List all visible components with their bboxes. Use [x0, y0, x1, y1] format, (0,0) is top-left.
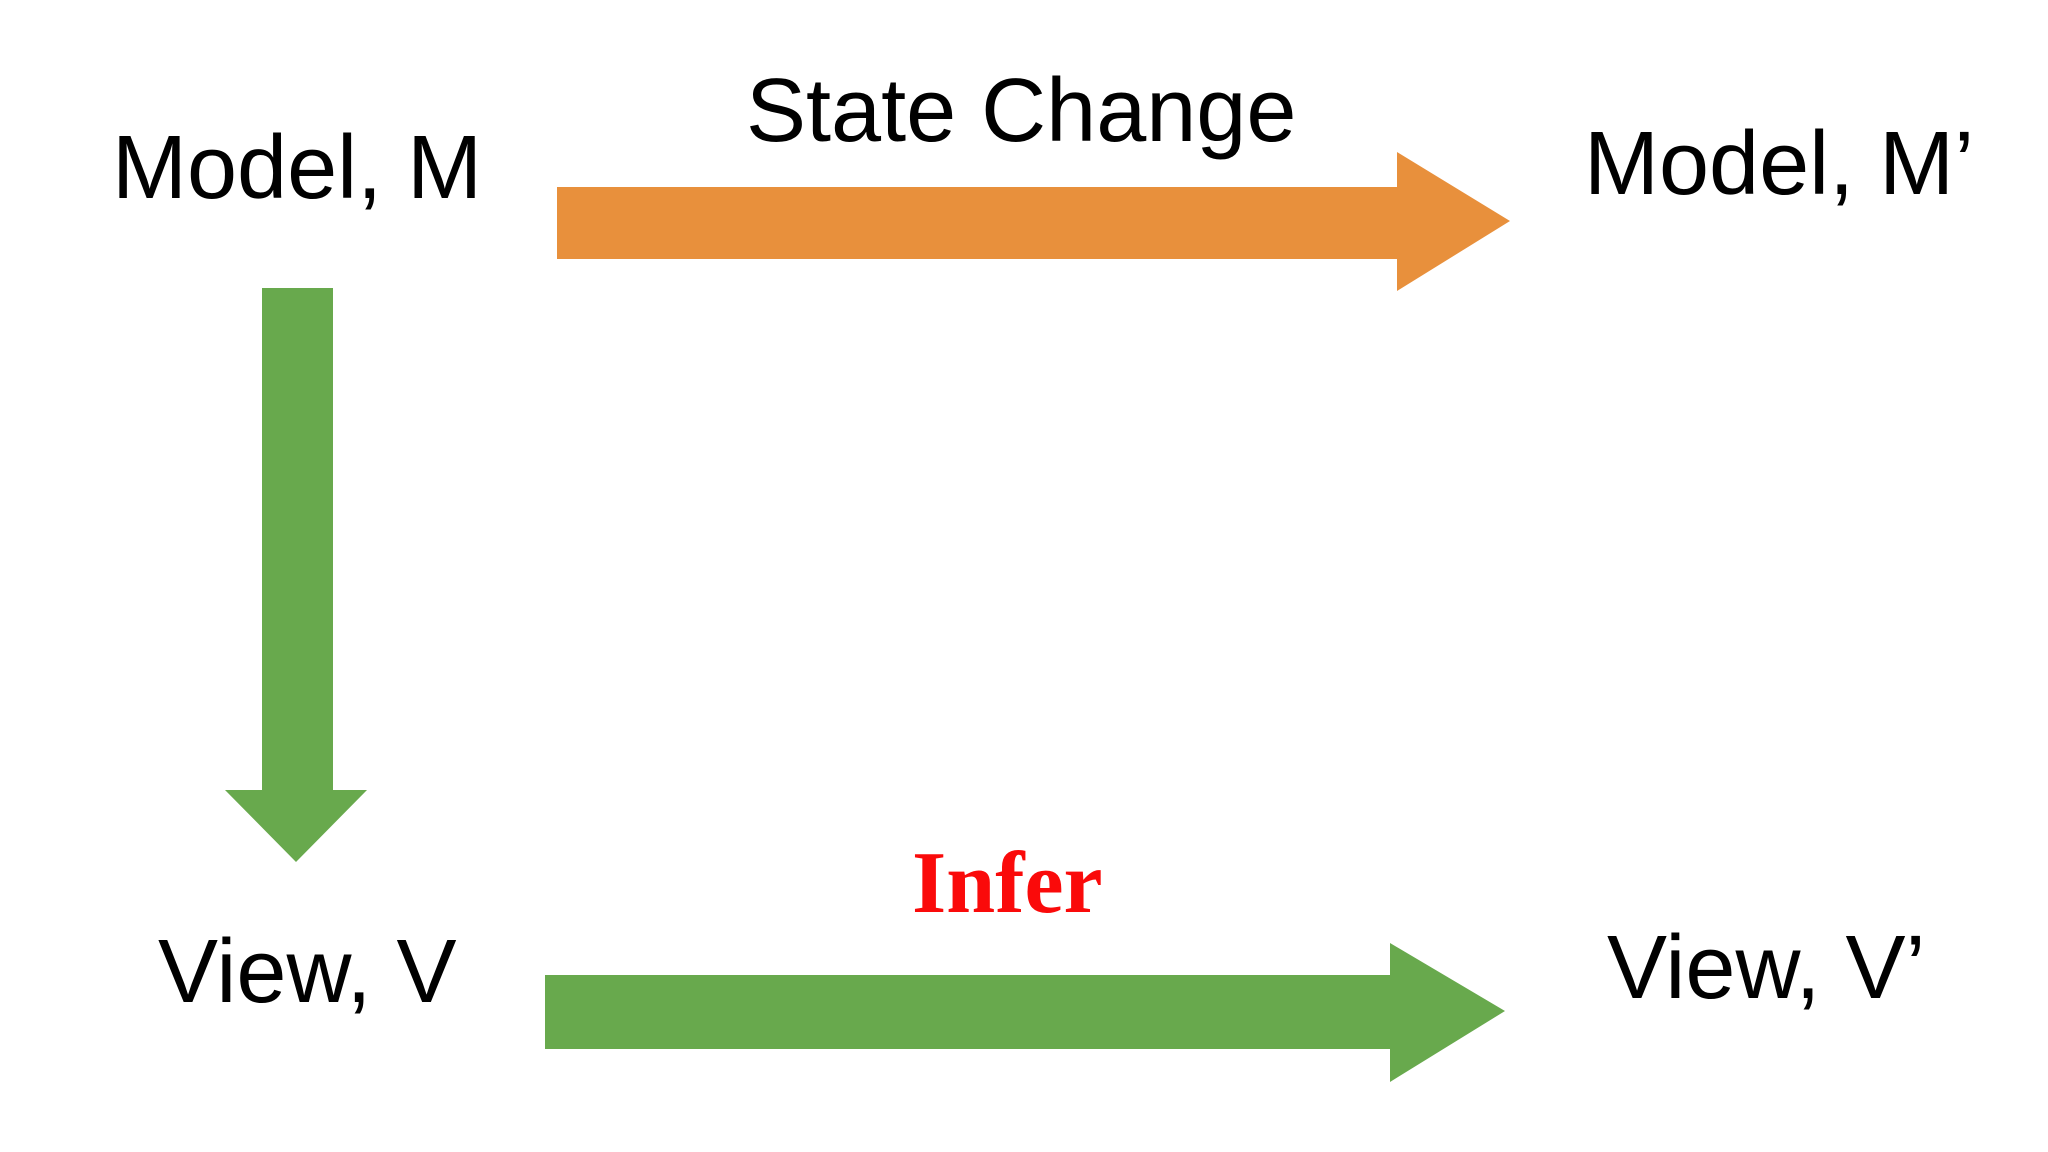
state-change-arrow: [557, 152, 1510, 291]
model-node-label: Model, M: [112, 118, 483, 218]
view-prime-node-label: View, V’: [1607, 918, 1926, 1018]
state-change-edge-label: State Change: [746, 61, 1297, 161]
model-to-view-arrow: [225, 288, 367, 862]
model-prime-node-label: Model, M’: [1584, 114, 1975, 214]
infer-arrow: [545, 943, 1505, 1082]
view-node-label: View, V: [158, 922, 457, 1022]
infer-edge-label: Infer: [912, 835, 1103, 932]
